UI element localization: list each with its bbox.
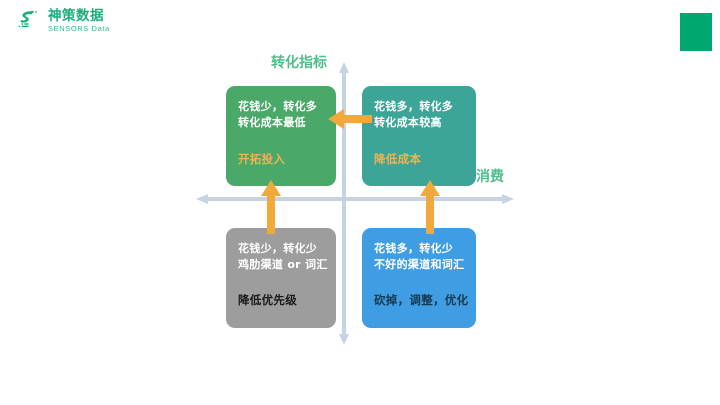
quadrant-box-top-right[interactable]: 花钱多，转化多 转化成本较高 降低成本: [362, 86, 476, 186]
quadrant-line-2: 不好的渠道和词汇: [374, 258, 465, 271]
brand-name-en: SENSORS Data: [48, 24, 110, 33]
quadrant-box-top-left[interactable]: 花钱少，转化多 转化成本最低 开拓投入: [226, 86, 336, 186]
vertical-axis-arrow-icon: [339, 62, 349, 345]
brand-logo-text: 神策数据 SENSORS Data: [48, 7, 110, 33]
quadrant-line-2: 转化成本较高: [374, 116, 442, 129]
quadrant-line-1: 花钱多，转化少: [374, 242, 454, 255]
quadrant-line-1: 花钱少，转化少: [238, 242, 318, 255]
vertical-axis-label: 转化指标: [271, 55, 327, 71]
quadrant-line-2: 鸡肋渠道 or 词汇: [238, 258, 328, 271]
corner-decoration-block: [680, 13, 712, 51]
flow-arrow-left-icon: [328, 108, 372, 130]
quadrant-action-label: 降低成本: [374, 152, 422, 166]
quadrant-action-label: 砍掉，调整，优化: [374, 293, 469, 307]
quadrant-action-label: 开拓投入: [238, 152, 286, 166]
horizontal-axis-arrow-icon: [196, 194, 514, 204]
quadrant-line-2: 转化成本最低: [238, 116, 306, 129]
quadrant-line-1: 花钱多，转化多: [374, 100, 454, 113]
sensors-data-logo-icon: [16, 8, 42, 34]
horizontal-axis-label: 消费: [476, 169, 504, 185]
flow-arrow-up-left-icon: [260, 180, 282, 234]
quadrant-action-label: 降低优先级: [238, 293, 297, 307]
quadrant-line-1: 花钱少，转化多: [238, 100, 318, 113]
flow-arrow-up-right-icon: [419, 180, 441, 234]
brand-logo: 神策数据 SENSORS Data: [16, 8, 110, 34]
quadrant-box-bottom-right[interactable]: 花钱多，转化少 不好的渠道和词汇 砍掉，调整，优化: [362, 228, 476, 328]
brand-name-cn: 神策数据: [48, 7, 104, 24]
quadrant-box-bottom-left[interactable]: 花钱少，转化少 鸡肋渠道 or 词汇 降低优先级: [226, 228, 336, 328]
